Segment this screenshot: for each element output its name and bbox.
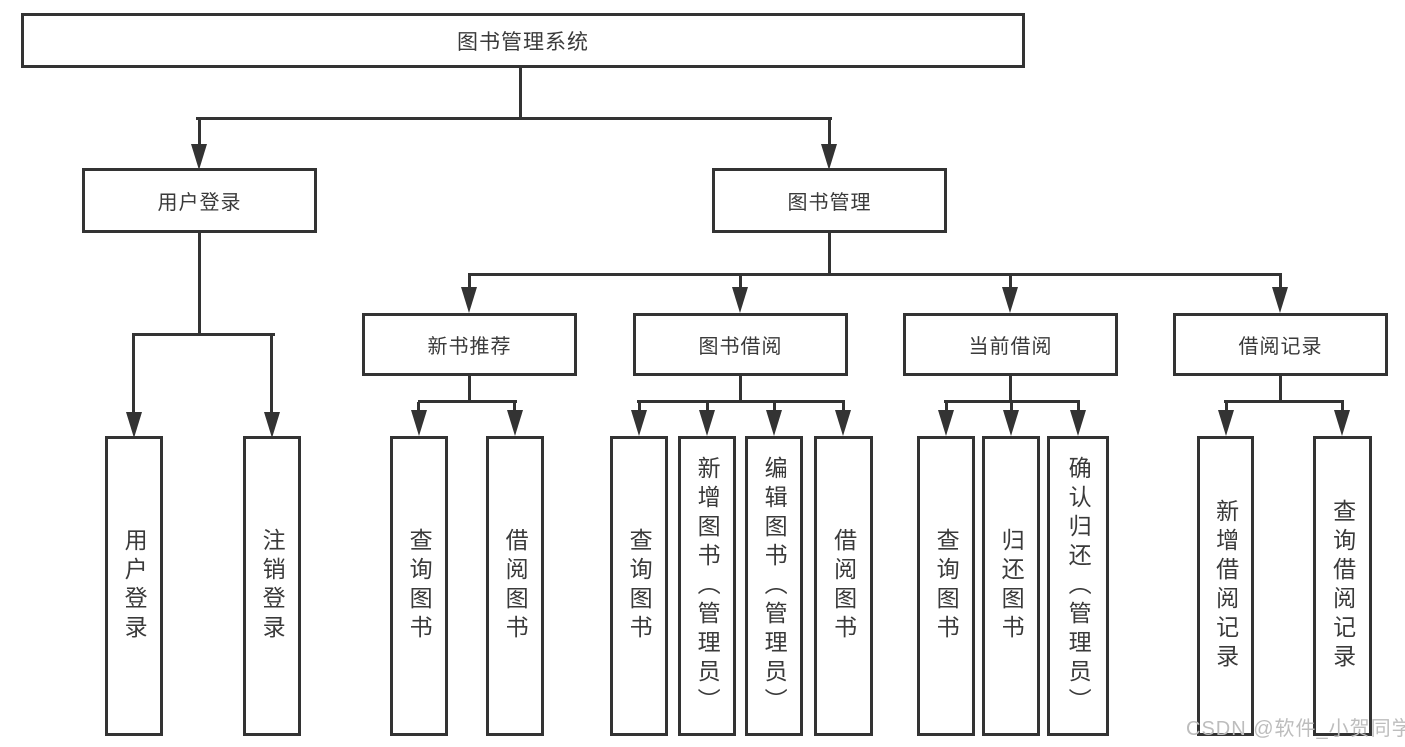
leaf-add-book-admin: 新增图书（管理员） (678, 436, 736, 736)
leaf-borrow-books-recommend: 借阅图书 (486, 436, 544, 736)
connector-line (132, 333, 275, 336)
connector-line (739, 275, 742, 289)
arrowhead-down (126, 412, 142, 438)
leaf-query-books-recommend-label: 查询图书 (406, 528, 433, 644)
leaf-query-books-borrowing-label: 查询图书 (626, 528, 653, 644)
node-book-management-label: 图书管理 (787, 192, 872, 214)
leaf-query-books-recommend: 查询图书 (390, 436, 448, 736)
node-user-login: 用户登录 (82, 168, 317, 233)
arrowhead-down (821, 144, 837, 170)
node-root-system: 图书管理系统 (21, 13, 1025, 68)
leaf-query-books-current-label: 查询图书 (933, 528, 960, 644)
node-new-book-recommend-label: 新书推荐 (427, 336, 512, 358)
connector-line (828, 233, 831, 276)
connector-line (638, 402, 641, 414)
node-new-book-recommend: 新书推荐 (362, 313, 577, 376)
connector-line (468, 275, 471, 289)
connector-line (1077, 402, 1080, 414)
connector-line (773, 402, 776, 414)
leaf-borrow-books-borrowing-label: 借阅图书 (830, 528, 857, 644)
leaf-edit-book-admin-label: 编辑图书（管理员） (761, 455, 788, 717)
leaf-user-login-label: 用户登录 (121, 528, 148, 644)
connector-line (519, 68, 522, 119)
watermark: CSDN @软件_小贺同学 (1186, 718, 1405, 740)
node-user-login-label: 用户登录 (157, 192, 242, 214)
connector-line (637, 400, 845, 403)
leaf-query-borrow-record: 查询借阅记录 (1313, 436, 1372, 736)
node-current-borrowing-label: 当前借阅 (968, 336, 1053, 358)
arrowhead-down (1218, 410, 1234, 436)
leaf-query-books-borrowing: 查询图书 (610, 436, 668, 736)
connector-line (1009, 275, 1012, 289)
leaf-logout: 注销登录 (243, 436, 301, 736)
leaf-logout-label: 注销登录 (259, 528, 286, 644)
node-borrowing-records-label: 借阅记录 (1238, 336, 1323, 358)
connector-line (270, 335, 273, 412)
connector-line (1225, 402, 1228, 414)
arrowhead-down (1334, 410, 1350, 436)
arrowhead-down (1070, 410, 1086, 436)
leaf-confirm-return-admin: 确认归还（管理员） (1047, 436, 1109, 736)
leaf-borrow-books-borrowing: 借阅图书 (814, 436, 873, 736)
connector-line (132, 335, 135, 412)
connector-line (196, 117, 832, 120)
leaf-return-book-label: 归还图书 (998, 528, 1025, 644)
node-root-label: 图书管理系统 (457, 30, 589, 54)
connector-line (706, 402, 709, 414)
connector-line (1279, 275, 1282, 289)
connector-line (418, 400, 517, 403)
leaf-borrow-books-recommend-label: 借阅图书 (502, 528, 529, 644)
arrowhead-down (461, 287, 477, 313)
connector-line (1341, 402, 1344, 414)
arrowhead-down (507, 410, 523, 436)
connector-line (1010, 402, 1013, 414)
leaf-add-borrow-record-label: 新增借阅记录 (1212, 499, 1239, 673)
connector-line (513, 402, 516, 414)
leaf-user-login: 用户登录 (105, 436, 163, 736)
leaf-add-borrow-record: 新增借阅记录 (1197, 436, 1254, 736)
arrowhead-down (1272, 287, 1288, 313)
arrowhead-down (938, 410, 954, 436)
connector-line (842, 402, 845, 414)
leaf-edit-book-admin: 编辑图书（管理员） (745, 436, 803, 736)
connector-line (739, 376, 742, 403)
connector-line (828, 119, 831, 146)
leaf-query-borrow-record-label: 查询借阅记录 (1329, 499, 1356, 673)
arrowhead-down (631, 410, 647, 436)
connector-line (468, 273, 1282, 276)
arrowhead-down (699, 410, 715, 436)
node-book-borrowing-label: 图书借阅 (698, 336, 783, 358)
connector-line (1279, 376, 1282, 403)
arrowhead-down (1002, 287, 1018, 313)
connector-line (198, 233, 201, 336)
node-book-management: 图书管理 (712, 168, 947, 233)
connector-line (468, 376, 471, 403)
arrowhead-down (732, 287, 748, 313)
connector-line (198, 119, 201, 146)
arrowhead-down (766, 410, 782, 436)
node-book-borrowing: 图书借阅 (633, 313, 848, 376)
leaf-add-book-admin-label: 新增图书（管理员） (694, 455, 721, 717)
node-borrowing-records: 借阅记录 (1173, 313, 1388, 376)
arrowhead-down (1003, 410, 1019, 436)
connector-line (945, 402, 948, 414)
connector-line (1224, 400, 1344, 403)
arrowhead-down (264, 412, 280, 438)
connector-line (417, 402, 420, 414)
arrowhead-down (835, 410, 851, 436)
connector-line (944, 400, 1080, 403)
leaf-return-book: 归还图书 (982, 436, 1040, 736)
arrowhead-down (191, 144, 207, 170)
leaf-confirm-return-admin-label: 确认归还（管理员） (1065, 455, 1092, 717)
node-current-borrowing: 当前借阅 (903, 313, 1118, 376)
connector-line (1009, 376, 1012, 403)
leaf-query-books-current: 查询图书 (917, 436, 975, 736)
arrowhead-down (411, 410, 427, 436)
